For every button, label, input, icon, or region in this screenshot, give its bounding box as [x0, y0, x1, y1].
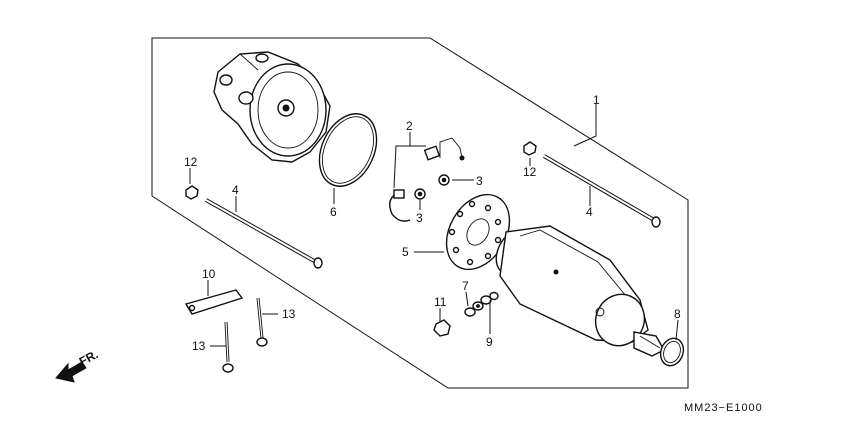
ground-plate — [184, 289, 244, 315]
callout-10: 10 — [202, 267, 216, 281]
starter-motor-body — [495, 225, 665, 357]
brush-holder-wire — [423, 137, 465, 161]
callout-8: 8 — [674, 307, 681, 321]
callout-12a: 12 — [184, 155, 198, 169]
long-bolt-right — [542, 154, 661, 228]
bolt-13-upper — [256, 297, 268, 347]
callout-4a: 4 — [232, 183, 239, 197]
callout-9: 9 — [486, 335, 493, 349]
callout-3b: 3 — [416, 211, 423, 225]
nut-3a — [438, 174, 450, 186]
callout-11: 11 — [434, 295, 447, 309]
o-ring-small — [659, 337, 685, 367]
callout-2: 2 — [406, 119, 413, 133]
callout-7: 7 — [462, 279, 469, 293]
diagram-code: MM23−E1000 — [684, 402, 763, 414]
washer-set — [464, 291, 499, 317]
callout-4b: 4 — [586, 205, 593, 219]
callout-5: 5 — [402, 245, 409, 259]
callout-13a: 13 — [282, 307, 296, 321]
brush-plate — [445, 193, 511, 271]
front-cover — [213, 51, 331, 163]
brush-spring — [389, 189, 411, 222]
o-ring-large — [318, 113, 378, 187]
long-bolt-left — [205, 198, 323, 269]
front-direction-arrow: FR. — [55, 347, 100, 383]
assembly-frame — [151, 37, 689, 389]
callout-6: 6 — [330, 205, 337, 219]
callout-3a: 3 — [476, 174, 483, 188]
nut-3b — [414, 188, 426, 200]
nut-12-left — [185, 185, 199, 200]
callout-1: 1 — [593, 93, 600, 107]
bolt-13-lower — [222, 321, 234, 373]
callout-12b: 12 — [523, 165, 537, 179]
nut-12-right — [523, 141, 537, 156]
nut-11 — [433, 319, 451, 337]
callout-13b: 13 — [192, 339, 206, 353]
